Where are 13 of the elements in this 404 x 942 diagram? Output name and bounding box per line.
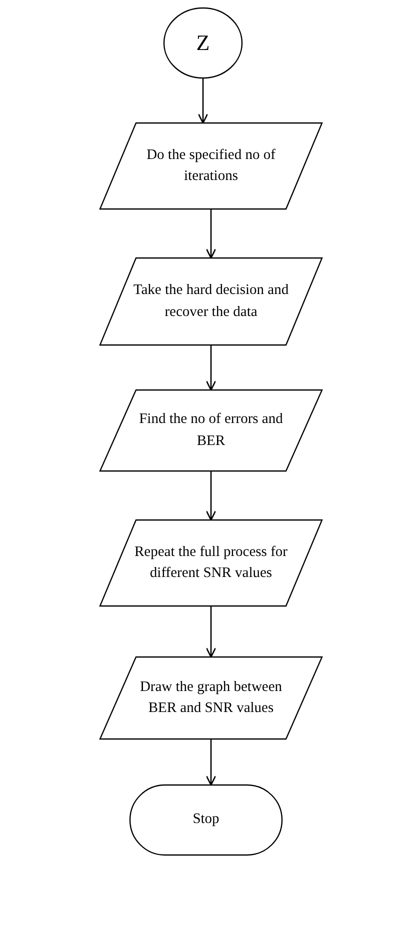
node-label: Z <box>196 29 210 58</box>
node-label: Take the hard decision and recover the data <box>132 281 290 322</box>
node-label: Stop <box>192 810 220 830</box>
arrow <box>206 471 216 521</box>
arrow <box>206 606 216 658</box>
node-label: Do the specified no of iterations <box>146 146 276 186</box>
node-label: Repeat the full process for different SNR values <box>133 542 288 583</box>
node-label: Draw the graph between BER and SNR values <box>138 678 284 718</box>
node-label: Find the no of errors and BER <box>138 410 284 450</box>
arrow <box>198 78 208 124</box>
arrow <box>206 739 216 786</box>
arrow <box>206 209 216 259</box>
arrow <box>206 345 216 391</box>
